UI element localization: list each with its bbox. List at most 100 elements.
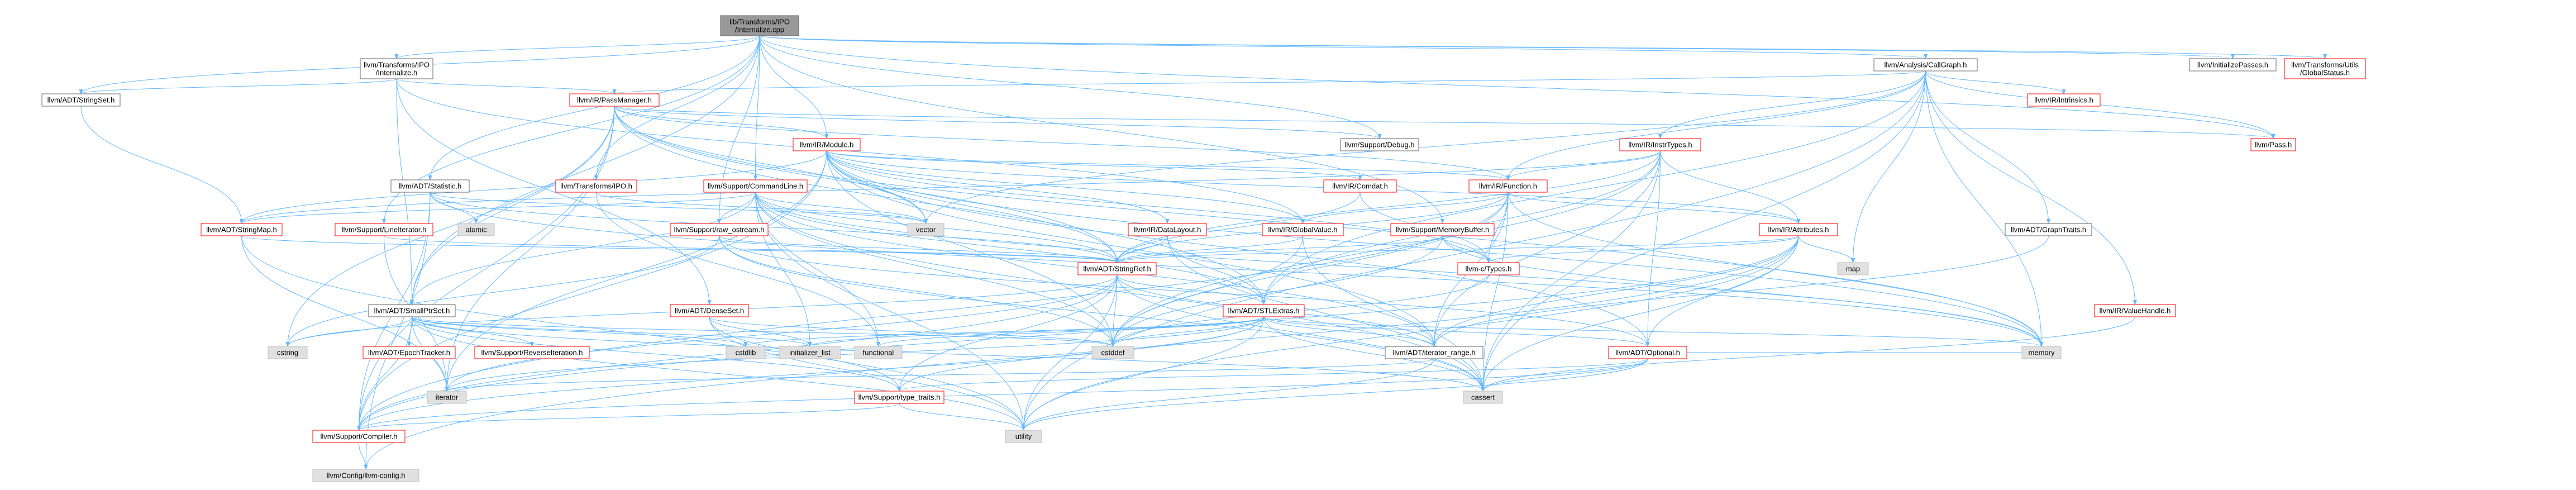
node-label: llvm/Transforms/Utils xyxy=(2291,61,2359,69)
node-commandline[interactable]: llvm/Support/CommandLine.h xyxy=(703,179,808,193)
node-label: map xyxy=(1846,265,1860,273)
node-stringmap[interactable]: llvm/ADT/StringMap.h xyxy=(201,223,283,236)
node-cstring[interactable]: cstring xyxy=(268,346,308,359)
node-callgraph[interactable]: llvm/Analysis/CallGraph.h xyxy=(1873,58,1978,72)
node-box xyxy=(703,179,808,193)
node-cstdlib[interactable]: cstdlib xyxy=(726,346,766,359)
node-globalstatus[interactable]: llvm/Transforms/Utils/GlobalStatus.h xyxy=(2284,58,2366,79)
edge-callgraph-to-graphtraits xyxy=(1925,70,2051,224)
node-box xyxy=(720,15,799,36)
node-iterator_range[interactable]: llvm/ADT/iterator_range.h xyxy=(1385,346,1483,359)
node-label: llvm/Support/Compiler.h xyxy=(321,432,398,441)
node-stringref[interactable]: llvm/ADT/StringRef.h xyxy=(1077,262,1157,275)
node-box xyxy=(2021,346,2062,359)
node-map[interactable]: map xyxy=(1837,262,1869,275)
node-valuehandle[interactable]: llvm/IR/ValueHandle.h xyxy=(2094,304,2176,317)
node-atomic[interactable]: atomic xyxy=(457,223,495,236)
edge-optional-to-utility xyxy=(1022,358,1648,431)
node-function[interactable]: llvm/IR/Function.h xyxy=(1468,179,1548,193)
edge-smallptrset-to-cassert xyxy=(412,316,1485,392)
node-smallptrset[interactable]: llvm/ADT/SmallPtrSet.h xyxy=(368,304,456,317)
node-stlextras[interactable]: llvm/ADT/STLExtras.h xyxy=(1223,304,1305,317)
node-iterator[interactable]: iterator xyxy=(427,391,467,404)
node-label: llvm/IR/Function.h xyxy=(1479,182,1537,191)
node-box xyxy=(1457,262,1520,275)
node-reverseiteration[interactable]: llvm/Support/ReverseIteration.h xyxy=(474,346,590,359)
node-label: llvm/Support/CommandLine.h xyxy=(708,182,803,191)
edge-commandline-to-smallptrset xyxy=(409,192,756,305)
node-graphtraits[interactable]: llvm/ADT/GraphTraits.h xyxy=(2005,223,2092,236)
node-utility[interactable]: utility xyxy=(1005,430,1042,443)
nodes-layer: lib/Transforms/IPO/Internalize.cpp llvm/T… xyxy=(41,15,2366,482)
node-comdat[interactable]: llvm/IR/Comdat.h xyxy=(1323,179,1397,193)
node-root[interactable]: lib/Transforms/IPO/Internalize.cpp xyxy=(720,15,799,36)
node-label: llvm/ADT/StringRef.h xyxy=(1083,265,1151,273)
node-pass[interactable]: llvm/Pass.h xyxy=(2250,138,2296,151)
edge-ipo_internalize_h-to-passmanager xyxy=(396,78,617,94)
node-globalvalue[interactable]: llvm/IR/GlobalValue.h xyxy=(1262,223,1344,236)
node-box xyxy=(335,223,433,236)
node-lineiterator[interactable]: llvm/Support/LineIterator.h xyxy=(335,223,433,236)
edge-statistic-to-llvm_config xyxy=(364,192,431,470)
node-stringset[interactable]: llvm/ADT/StringSet.h xyxy=(41,93,121,107)
node-label: utility xyxy=(1015,432,1032,441)
node-statistic[interactable]: llvm/ADT/Statistic.h xyxy=(390,179,470,193)
node-passmanager[interactable]: llvm/IR/PassManager.h xyxy=(569,93,660,107)
edge-instrtypes-to-stringref xyxy=(1115,150,1661,263)
edge-stringmap-to-stringref xyxy=(241,235,1119,263)
edge-root-to-transforms_ipo xyxy=(594,35,760,180)
edge-commandline-to-stringmap xyxy=(240,192,756,224)
node-transforms_ipo[interactable]: llvm/Transforms/IPO.h xyxy=(555,179,637,193)
node-box xyxy=(427,391,467,404)
edge-module-to-function xyxy=(826,150,1510,180)
edge-callgraph-to-memory xyxy=(1925,70,2044,347)
node-initializer_list[interactable]: initializer_list xyxy=(779,346,841,359)
node-ipo_internalize_h[interactable]: llvm/Transforms/IPO/Internalize.h xyxy=(360,58,433,79)
edge-commandline-to-memory xyxy=(755,192,2044,347)
edge-root-to-module xyxy=(759,35,829,139)
edge-stringref-to-type_traits xyxy=(897,274,1118,392)
node-cstddef[interactable]: cstddef xyxy=(1091,346,1134,359)
edge-raw_ostream-to-stringref xyxy=(719,235,1119,263)
node-initializepasses[interactable]: llvm/InitializePasses.h xyxy=(2189,58,2277,72)
node-cassert[interactable]: cassert xyxy=(1463,391,1503,404)
node-instrtypes[interactable]: llvm/IR/InstrTypes.h xyxy=(1619,138,1701,151)
edge-function-to-ctypes xyxy=(1486,192,1509,263)
node-label: llvm/Transforms/IPO.h xyxy=(560,182,632,191)
edge-stlextras-to-cassert xyxy=(1263,316,1485,392)
node-memorybuffer[interactable]: llvm/Support/MemoryBuffer.h xyxy=(1390,223,1495,236)
node-label: functional xyxy=(863,349,894,357)
edge-instrtypes-to-cassert xyxy=(1481,150,1661,392)
node-attributes[interactable]: llvm/IR/Attributes.h xyxy=(1759,223,1838,236)
node-label: /Internalize.cpp xyxy=(735,26,784,34)
node-vector[interactable]: vector xyxy=(907,223,944,236)
edge-function-to-cassert xyxy=(1481,192,1509,392)
node-debug[interactable]: llvm/Support/Debug.h xyxy=(1340,138,1419,151)
node-label: cstring xyxy=(277,349,298,357)
node-densemap[interactable]: llvm/ADT/DenseSet.h xyxy=(670,304,749,317)
node-type_traits[interactable]: llvm/Support/type_traits.h xyxy=(854,391,944,404)
node-llvm_config[interactable]: llvm/Config/llvm-config.h xyxy=(312,469,419,482)
node-label: llvm/ADT/StringMap.h xyxy=(206,226,276,234)
edge-smallptrset-to-initializer_list xyxy=(412,316,812,347)
node-box xyxy=(368,304,456,317)
node-box xyxy=(1468,179,1548,193)
node-label: lib/Transforms/IPO xyxy=(729,18,790,26)
node-box xyxy=(2027,93,2101,107)
node-ctypes[interactable]: llvm-c/Types.h xyxy=(1457,262,1520,275)
node-compiler[interactable]: llvm/Support/Compiler.h xyxy=(312,430,406,443)
node-label: llvm-c/Types.h xyxy=(1465,265,1511,273)
node-datalayout[interactable]: llvm/IR/DataLayout.h xyxy=(1128,223,1207,236)
node-raw_ostream[interactable]: llvm/Support/raw_ostream.h xyxy=(670,223,769,236)
node-module[interactable]: llvm/IR/Module.h xyxy=(793,138,861,151)
node-box xyxy=(1340,138,1419,151)
node-intrinsics[interactable]: llvm/IR/Intrinsics.h xyxy=(2027,93,2101,107)
edge-memorybuffer-to-stringref xyxy=(1115,235,1443,263)
node-box xyxy=(1262,223,1344,236)
node-epochtracker[interactable]: llvm/ADT/EpochTracker.h xyxy=(362,346,456,359)
edge-callgraph-to-vector xyxy=(924,70,1926,224)
node-optional[interactable]: llvm/ADT/Optional.h xyxy=(1608,346,1687,359)
node-memory[interactable]: memory xyxy=(2021,346,2062,359)
node-functional[interactable]: functional xyxy=(854,346,903,359)
edge-raw_ostream-to-cstddef xyxy=(719,235,1115,347)
